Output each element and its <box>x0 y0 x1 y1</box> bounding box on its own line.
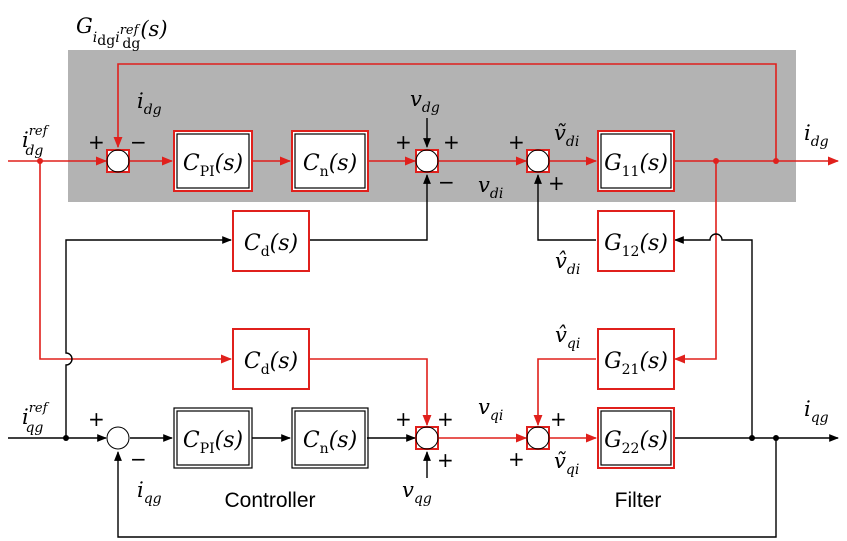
label-i-qg-output: iqg <box>804 397 829 426</box>
label-v-di: vdi <box>478 173 503 202</box>
block-cd-top: Cd(s) <box>232 210 310 272</box>
label-i-dg-feedback: idg <box>137 89 162 118</box>
label-v-dg: vdg <box>410 87 440 116</box>
sign-top-plant-plus-left: + <box>508 130 525 154</box>
svg-text:Cn(s): Cn(s) <box>303 151 357 180</box>
label-v-qi-hat: v̂qi <box>555 323 580 352</box>
sign-bot-dec-plus-right: + <box>437 407 454 431</box>
sign-top-dec-plus-left: + <box>395 130 412 154</box>
svg-text:CPI(s): CPI(s) <box>183 151 243 180</box>
label-v-qi: vqi <box>478 395 503 424</box>
sign-top-dec-minus: − <box>438 170 455 194</box>
label-v-di-hat: v̂di <box>555 249 580 278</box>
caption-controller: Controller <box>224 489 315 512</box>
block-g12: G12(s) <box>597 210 675 272</box>
sign-bot-plant-plus-left: + <box>508 447 525 471</box>
svg-text:CPI(s): CPI(s) <box>183 428 243 457</box>
svg-text:G11(s): G11(s) <box>604 151 668 180</box>
sign-bot-plant-plus-top: + <box>550 407 567 431</box>
label-i-dg-output: idg <box>804 121 829 150</box>
svg-text:Cd(s): Cd(s) <box>244 349 298 378</box>
label-v-qi-tilde: ṽqi <box>554 449 579 478</box>
block-cd-bottom: Cd(s) <box>232 328 310 390</box>
label-i-qg-feedback: iqg <box>137 478 162 507</box>
sum-bottom-decouple <box>415 426 439 450</box>
sign-bot-dec-plus-left: + <box>395 407 412 431</box>
svg-text:G22(s): G22(s) <box>604 428 668 457</box>
sign-bot-err-minus: − <box>130 447 147 471</box>
sign-bot-err-plus: + <box>88 407 105 431</box>
svg-text:Cn(s): Cn(s) <box>303 428 357 457</box>
sign-top-err-plus: + <box>88 130 105 154</box>
caption-filter: Filter <box>615 489 662 512</box>
sign-top-err-minus: − <box>130 130 147 154</box>
sign-top-plant-plus-bottom: + <box>548 171 565 195</box>
svg-text:G21(s): G21(s) <box>604 349 668 378</box>
label-v-di-tilde: ṽdi <box>554 121 579 150</box>
block-cn-bottom: Cn(s) <box>291 407 369 469</box>
block-cn-top: Cn(s) <box>291 130 369 192</box>
label-v-qg: vqg <box>402 478 432 507</box>
sign-bot-dec-plus-bottom: + <box>437 448 454 472</box>
sum-top-plant <box>526 149 550 173</box>
sum-bottom-error <box>106 426 130 450</box>
svg-text:G12(s): G12(s) <box>604 231 668 260</box>
sum-bottom-plant <box>526 426 550 450</box>
sign-top-dec-plus-right: + <box>443 130 460 154</box>
sum-top-error <box>106 149 130 173</box>
sum-top-decouple <box>415 149 439 173</box>
svg-text:Cd(s): Cd(s) <box>244 231 298 260</box>
block-g21: G21(s) <box>597 328 675 390</box>
block-cpi-top: CPI(s) <box>173 130 253 192</box>
block-g11: G11(s) <box>597 130 675 192</box>
block-cpi-bottom: CPI(s) <box>173 407 253 469</box>
block-g22: G22(s) <box>597 407 675 469</box>
